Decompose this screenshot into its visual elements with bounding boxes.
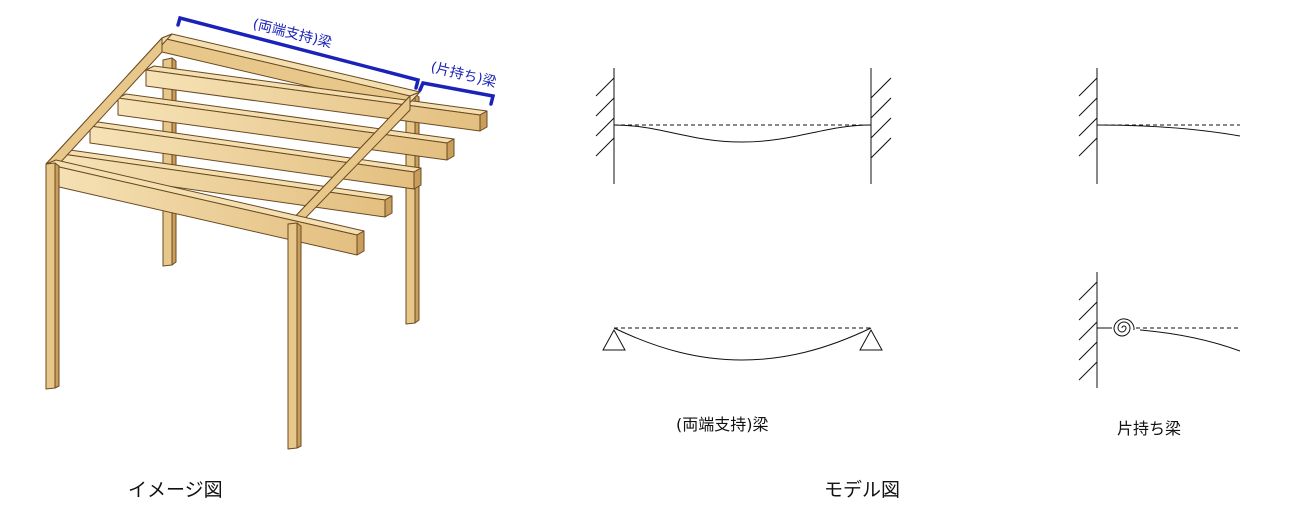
rotational-spring-icon bbox=[1113, 318, 1135, 337]
joist-3 bbox=[89, 121, 422, 190]
cantilever-spring-model bbox=[1078, 272, 1241, 388]
model-caption: モデル図 bbox=[824, 479, 900, 501]
pin-support-right bbox=[859, 328, 883, 351]
post-front-left bbox=[45, 162, 60, 390]
deflection-curve bbox=[1139, 329, 1241, 352]
cantilever-beam-label-model: 片持ち梁 bbox=[1117, 419, 1181, 438]
cantilever-model-fixed bbox=[1078, 68, 1241, 184]
simple-beam-model bbox=[602, 327, 883, 361]
simple-beam-label: (両端支持)梁 bbox=[676, 415, 769, 434]
fixed-fixed-beam-model bbox=[595, 68, 892, 184]
wood-frame-illustration bbox=[45, 33, 488, 450]
deflection-curve bbox=[613, 327, 872, 361]
pin-support-left bbox=[602, 328, 626, 351]
cantilever-wall-hatch bbox=[1078, 77, 1098, 157]
spring-wall-hatch bbox=[1078, 281, 1098, 381]
post-back-right bbox=[405, 93, 420, 325]
post-front-right bbox=[287, 222, 302, 450]
right-wall-hatch bbox=[870, 77, 892, 159]
left-wall-hatch bbox=[595, 77, 615, 157]
deflection-curve bbox=[1096, 124, 1241, 137]
span-bracket bbox=[176, 15, 421, 90]
left-girder bbox=[45, 33, 173, 179]
image-caption: イメージ図 bbox=[128, 479, 223, 501]
cantilever-bracket bbox=[418, 81, 496, 106]
deflection-curve bbox=[613, 124, 872, 143]
